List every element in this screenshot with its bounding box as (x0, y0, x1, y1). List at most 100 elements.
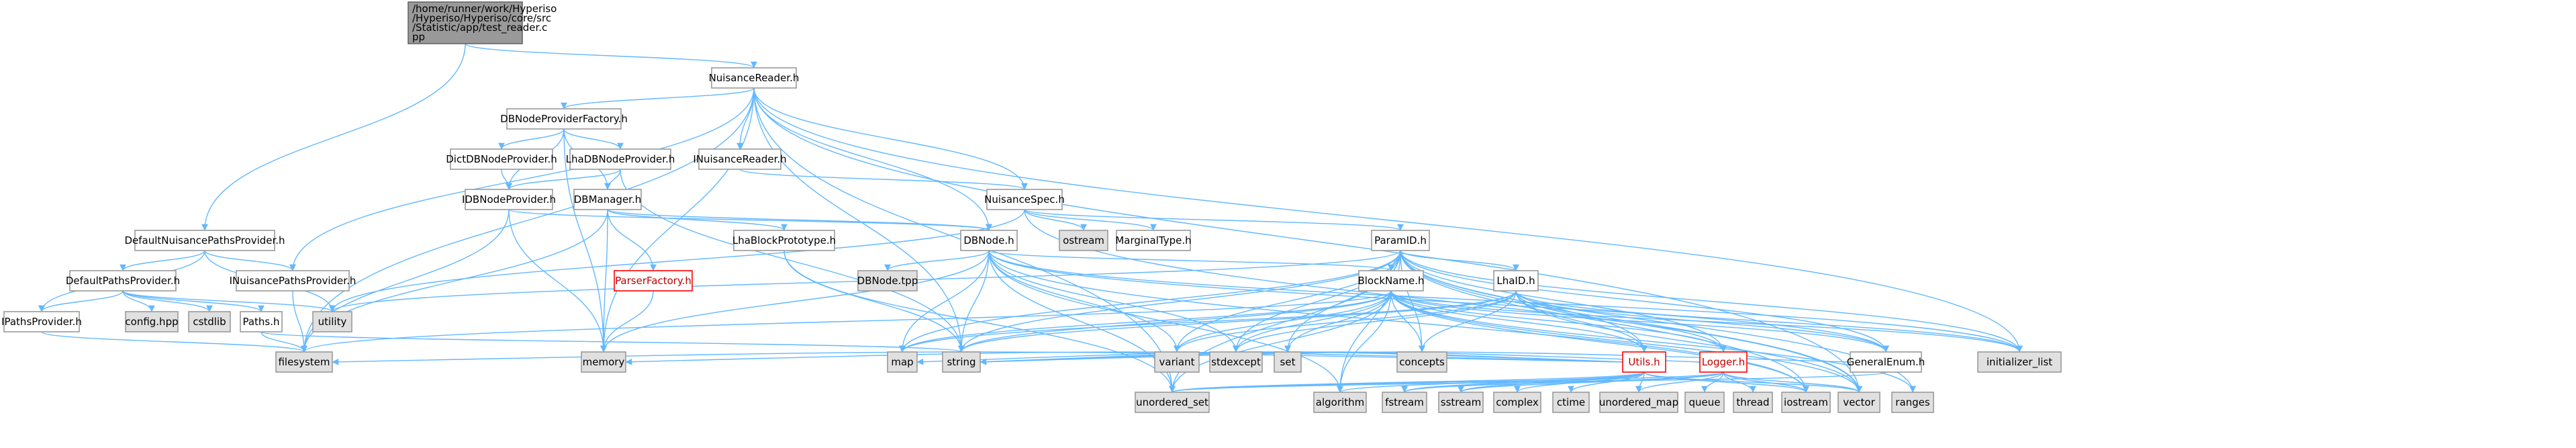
edge-utils-to-vector (1643, 371, 1862, 393)
node-label: utility (318, 316, 347, 328)
node-box (1493, 270, 1539, 292)
node-confighpp[interactable]: config.hpp (125, 311, 179, 332)
node-box (240, 311, 283, 332)
node-label: variant (1159, 356, 1195, 368)
node-box (569, 148, 671, 170)
node-unordered_map[interactable]: unordered_map (1599, 392, 1678, 413)
node-defaultnuisancepathsprovider[interactable]: DefaultNuisancePathsProvider.h (124, 230, 285, 251)
node-complex[interactable]: complex (1493, 392, 1541, 413)
node-dictdbnodeprovider[interactable]: DictDBNodeProvider.h (446, 148, 557, 170)
node-nuisancespec[interactable]: NuisanceSpec.h (984, 189, 1065, 210)
node-label: DBNode.tpp (857, 275, 918, 287)
node-label: DBNodeProviderFactory.h (500, 113, 628, 125)
node-ipathsprovider[interactable]: IPathsProvider.h (1, 311, 82, 332)
node-vector[interactable]: vector (1838, 392, 1880, 413)
node-string[interactable]: string (942, 351, 981, 373)
node-algorithm[interactable]: algorithm (1313, 392, 1367, 413)
edge-blockname-to-variant (1174, 290, 1392, 353)
node-cstdlib[interactable]: cstdlib (188, 311, 231, 332)
node-label: LhaDBNodeProvider.h (566, 153, 675, 165)
node-label: Utils.h (1628, 356, 1660, 368)
node-label: initializer_list (1987, 356, 2052, 369)
edge-lhaid-to-stdexcept (1233, 290, 1517, 353)
node-box (312, 311, 352, 332)
node-label: string (947, 356, 975, 368)
node-lhaid[interactable]: LhaID.h (1493, 270, 1539, 292)
node-parserfactory[interactable]: ParserFactory.h (614, 270, 693, 292)
node-lhadbnodeprovider[interactable]: LhaDBNodeProvider.h (566, 148, 675, 170)
edge-defaultpathsprovider-to-confighpp (122, 290, 155, 312)
node-utils[interactable]: Utils.h (1622, 351, 1666, 373)
node-test_reader[interactable]: /home/runner/work/Hyperiso/Hyperiso/Hype… (408, 1, 557, 44)
edge-blockname-to-filesystem (301, 290, 1392, 353)
node-variant[interactable]: variant (1154, 351, 1200, 373)
node-lhablockprototype[interactable]: LhaBlockPrototype.h (732, 230, 836, 251)
node-iostream[interactable]: iostream (1781, 392, 1831, 413)
edge-paramid-to-generalenum (1400, 250, 1889, 353)
node-idbnodeprovider[interactable]: IDBNodeProvider.h (462, 189, 556, 210)
node-thread[interactable]: thread (1733, 392, 1773, 413)
node-defaultpathsprovider[interactable]: DefaultPathsProvider.h (66, 270, 180, 292)
node-sstream[interactable]: sstream (1438, 392, 1484, 413)
edge-defaultpathsprovider-to-ipathsprovider (38, 290, 124, 312)
node-box (1733, 392, 1773, 413)
node-generalenum[interactable]: GeneralEnum.h (1847, 351, 1925, 373)
node-unordered_set[interactable]: unordered_set (1135, 392, 1210, 413)
edge-lhaid-to-vector (1515, 290, 1862, 393)
node-box (1116, 230, 1191, 251)
node-box (1781, 392, 1831, 413)
node-set[interactable]: set (1274, 351, 1302, 373)
node-dbnode[interactable]: DBNode.h (960, 230, 1018, 251)
node-ostream[interactable]: ostream (1059, 230, 1108, 251)
node-queue[interactable]: queue (1684, 392, 1725, 413)
node-box (1438, 392, 1484, 413)
node-label: memory (583, 356, 625, 368)
node-paths[interactable]: Paths.h (240, 311, 283, 332)
node-fstream[interactable]: fstream (1382, 392, 1427, 413)
edge-dbnodeproviderfactory-to-dictdbnodeprovider (498, 128, 565, 150)
node-ranges[interactable]: ranges (1891, 392, 1934, 413)
node-blockname[interactable]: BlockName.h (1357, 270, 1425, 292)
node-map[interactable]: map (887, 351, 918, 373)
node-nuisancereader[interactable]: NuisanceReader.h (709, 67, 800, 89)
node-dbnodetpp[interactable]: DBNode.tpp (857, 270, 918, 292)
edge-dbnode-to-generalenum (988, 250, 1889, 353)
edge-blockname-to-map (899, 290, 1392, 353)
node-logger[interactable]: Logger.h (1699, 351, 1748, 373)
node-label: unordered_map (1599, 396, 1678, 409)
node-marginaltype[interactable]: MarginalType.h (1115, 230, 1192, 251)
node-label: IDBNodeProvider.h (462, 193, 556, 206)
node-dbnodeproviderfactory[interactable]: DBNodeProviderFactory.h (500, 108, 628, 130)
node-label: ParamID.h (1374, 234, 1427, 247)
node-paramid[interactable]: ParamID.h (1371, 230, 1430, 251)
node-box (887, 351, 918, 373)
edge-idbnodeprovider-to-dbnode (508, 209, 992, 231)
node-box (1382, 392, 1427, 413)
node-inuisancepathsprovider[interactable]: INuisancePathsProvider.h (230, 270, 356, 292)
node-stdexcept[interactable]: stdexcept (1209, 351, 1263, 373)
node-ctime[interactable]: ctime (1552, 392, 1590, 413)
node-label: DBManager.h (574, 193, 642, 206)
node-box (1371, 230, 1430, 251)
node-dbmanager[interactable]: DBManager.h (573, 189, 642, 210)
node-concepts[interactable]: concepts (1396, 351, 1447, 373)
node-box (1699, 351, 1748, 373)
node-label: map (891, 356, 913, 368)
node-label: thread (1736, 396, 1769, 408)
edge-dbmanager-to-parserfactory (607, 209, 657, 271)
node-utility[interactable]: utility (312, 311, 352, 332)
edge-nuisancespec-to-paramid (1024, 209, 1404, 231)
node-box (1599, 392, 1678, 413)
node-label: NuisanceReader.h (709, 72, 800, 84)
edge-paramid-to-map (899, 250, 1401, 353)
node-label: set (1280, 356, 1296, 368)
node-label: BlockName.h (1357, 275, 1424, 287)
node-memory[interactable]: memory (581, 351, 626, 373)
node-label: DefaultNuisancePathsProvider.h (124, 234, 285, 247)
edge-generalenum-to-unordered_set (1169, 371, 1887, 393)
node-filesystem[interactable]: filesystem (275, 351, 333, 373)
node-initializer_list[interactable]: initializer_list (1977, 351, 2062, 373)
edge-nuisancereader-to-vector (753, 87, 1862, 393)
node-inuisancereader[interactable]: INuisanceReader.h (693, 148, 787, 170)
node-box (1684, 392, 1725, 413)
